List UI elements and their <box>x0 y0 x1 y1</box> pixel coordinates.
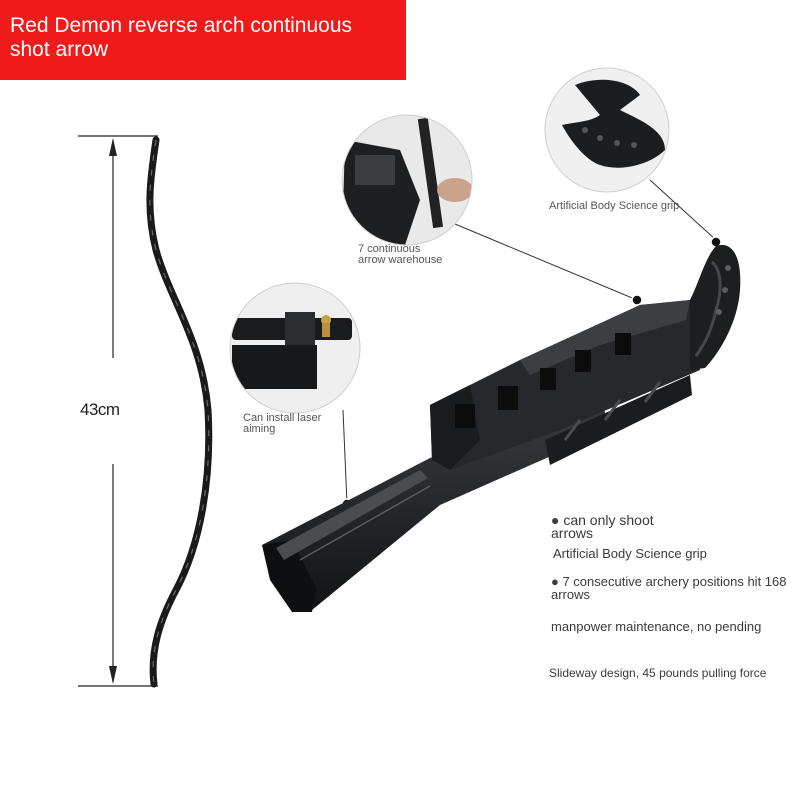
crossbow-body <box>262 245 741 612</box>
arrow-warehouse-caption: 7 continuous arrow warehouse <box>358 243 443 266</box>
detail-laser <box>229 282 361 414</box>
title-banner: Red Demon reverse arch continuous shot a… <box>0 0 406 80</box>
feature-slideway: Slideway design, 45 pounds pulling force <box>549 666 767 680</box>
length-dimension-label: 43cm <box>80 400 120 419</box>
feature-grip: Artificial Body Science grip <box>553 546 707 561</box>
feature-arrows-only: ● can only shoot arrows <box>551 512 654 541</box>
callout-leaders <box>341 179 722 510</box>
bow-limb <box>146 136 213 688</box>
title-line-1: Red Demon reverse arch continuous <box>10 14 353 37</box>
dimension-lines <box>78 135 158 687</box>
laser-caption: Can install laser aiming <box>243 412 322 435</box>
title-line-2: shot arrow <box>10 38 109 61</box>
feature-maintenance: manpower maintenance, no pending <box>551 619 762 634</box>
detail-arrow-warehouse <box>341 114 473 246</box>
grip-caption: Artificial Body Science grip <box>549 200 680 212</box>
feature-archery-positions: ● 7 consecutive archery positions hit 16… <box>551 574 787 602</box>
detail-grip <box>544 67 670 193</box>
